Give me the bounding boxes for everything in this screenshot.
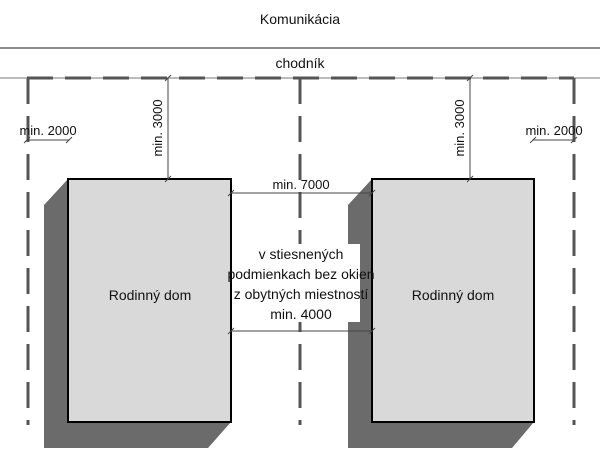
note-line-2: podmienkach bez okien [227, 266, 374, 282]
note-background [240, 244, 360, 322]
dimension-side-right [529, 136, 578, 144]
sidewalk-label: chodník [275, 55, 325, 71]
dimension-side-left-label: min. 2000 [19, 123, 76, 138]
dimension-side-left [23, 136, 73, 144]
left-house [67, 178, 232, 423]
note-line-3: z obytných miestností [234, 286, 369, 302]
dimension-between-houses [227, 189, 376, 197]
note-line-4: min. 4000 [270, 306, 332, 322]
dimension-side-right-label: min. 2000 [525, 123, 582, 138]
note-line-1: v stiesnených [259, 246, 344, 262]
dimension-front-left-label: min. 3000 [150, 99, 165, 156]
dimension-front-right-label: min. 3000 [452, 99, 467, 156]
road-label: Komunikácia [260, 11, 340, 27]
left-house-shadow [44, 179, 231, 448]
dimension-between-houses-label: min. 7000 [272, 177, 329, 192]
dimension-front-left [164, 74, 172, 183]
right-house [371, 178, 535, 423]
dimension-front-right [466, 74, 474, 183]
left-house-label: Rodinný dom [109, 287, 192, 303]
right-house-shadow [348, 179, 534, 448]
dimension-reduced-distance [227, 327, 376, 335]
right-house-label: Rodinný dom [412, 287, 495, 303]
